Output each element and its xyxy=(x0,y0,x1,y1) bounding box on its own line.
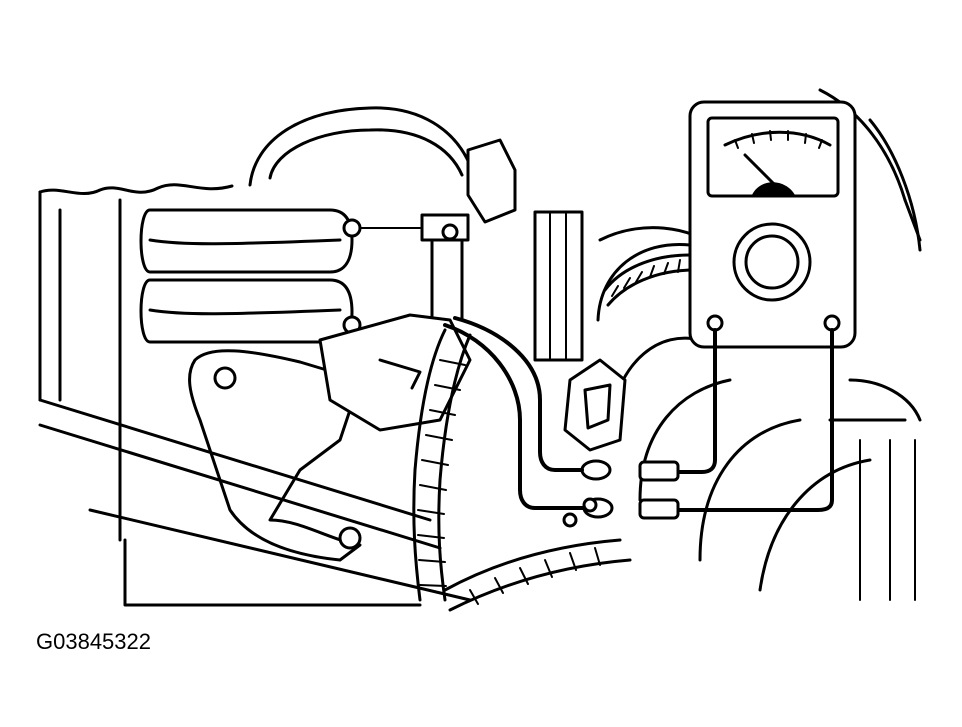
wiring-harness xyxy=(412,328,632,612)
terminal-positive xyxy=(823,314,841,332)
hose-clamp xyxy=(603,253,697,307)
engine-background xyxy=(38,88,922,542)
probe-clip-1 xyxy=(638,460,680,482)
bracket-plates xyxy=(533,210,584,362)
sensor-connector xyxy=(563,358,627,452)
gauge-scale xyxy=(723,130,832,147)
lower-fasteners xyxy=(562,497,598,528)
gauge-needle xyxy=(743,153,777,187)
probe-clip-2 xyxy=(638,498,680,520)
mounting-rail xyxy=(38,398,472,607)
sensor-housing xyxy=(188,313,472,562)
upper-connector xyxy=(420,138,517,322)
figure-code: G03845322 xyxy=(36,629,151,654)
selector-knob xyxy=(744,234,800,290)
multimeter xyxy=(688,100,857,349)
probe-tip-1 xyxy=(580,459,612,481)
needle-pivot xyxy=(752,182,795,195)
coil-pack xyxy=(139,208,421,344)
terminal-negative xyxy=(706,314,724,332)
